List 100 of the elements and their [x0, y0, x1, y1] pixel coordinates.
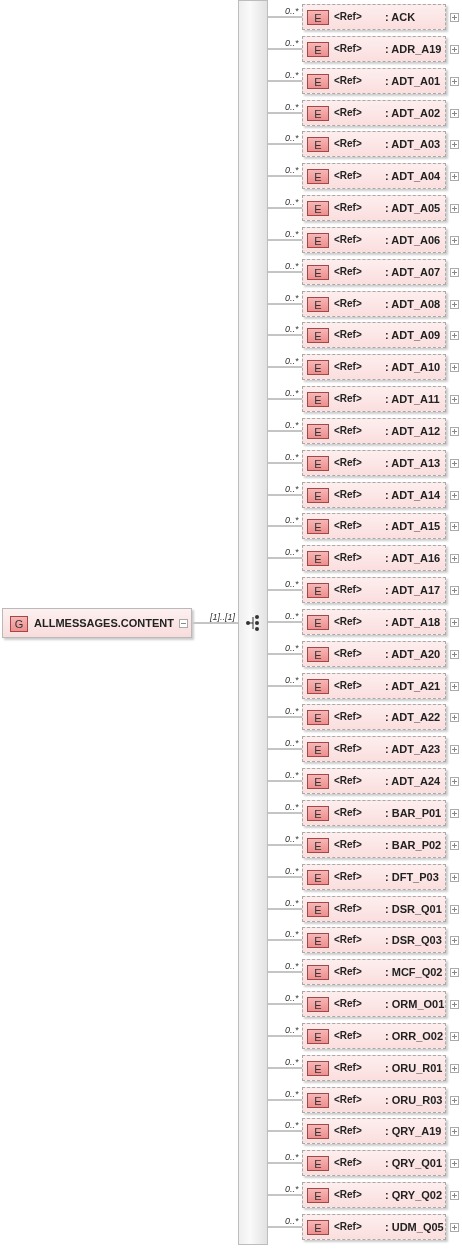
element-name: : ADT_A21 [385, 680, 441, 692]
connector-line [267, 971, 303, 973]
edge-label: 0..* [285, 165, 299, 175]
element-box [302, 513, 446, 539]
edge-label: 0..* [285, 452, 299, 462]
ref-label: <Ref> [334, 743, 362, 754]
element-name: : ADR_A19 [385, 43, 442, 55]
element-badge: E [307, 838, 329, 853]
element-name: : ADT_A16 [385, 552, 441, 564]
element-badge: E [307, 392, 329, 407]
element-name: : UDM_Q05 [385, 1221, 444, 1233]
connector-line [267, 1099, 303, 1101]
ref-label: <Ref> [334, 425, 362, 436]
element-badge: E [307, 1188, 329, 1203]
edge-label: 0..* [285, 993, 299, 1003]
edge-label: 0..* [285, 70, 299, 80]
ref-label: <Ref> [334, 457, 362, 468]
connector-line [267, 430, 303, 432]
ref-label: <Ref> [334, 934, 362, 945]
ref-label: <Ref> [334, 807, 362, 818]
element-badge: E [307, 519, 329, 534]
element-box [302, 450, 446, 476]
element-box [302, 322, 446, 348]
element-box [302, 736, 446, 762]
element-name: : ADT_A20 [385, 648, 441, 660]
element-box [302, 1087, 446, 1113]
ref-label: <Ref> [334, 966, 362, 977]
element-name: : DSR_Q01 [385, 903, 442, 915]
connector-line [267, 685, 303, 687]
element-badge: E [307, 965, 329, 980]
element-box [302, 386, 446, 412]
connector-line [267, 780, 303, 782]
element-box [302, 418, 446, 444]
connector-line [267, 653, 303, 655]
edge-label: 0..* [285, 961, 299, 971]
element-badge: E [307, 169, 329, 184]
ref-label: <Ref> [334, 1157, 362, 1168]
ref-label: <Ref> [334, 1221, 362, 1232]
connector-line [267, 812, 303, 814]
element-badge: E [307, 870, 329, 885]
element-badge: E [307, 933, 329, 948]
element-badge: E [307, 297, 329, 312]
connector-line [267, 1194, 303, 1196]
connector-line [267, 589, 303, 591]
element-name: : ADT_A14 [385, 489, 441, 501]
connector-line [267, 207, 303, 209]
element-name: : ADT_A04 [385, 170, 441, 182]
ref-label: <Ref> [334, 552, 362, 563]
element-box [302, 68, 446, 94]
element-name: : BAR_P02 [385, 839, 442, 851]
element-name: : ADT_A18 [385, 616, 441, 628]
element-box [302, 131, 446, 157]
edge-label: 0..* [285, 834, 299, 844]
element-badge: E [307, 679, 329, 694]
connector-line [267, 462, 303, 464]
edge-label: 0..* [285, 802, 299, 812]
element-box [302, 354, 446, 380]
ref-label: <Ref> [334, 711, 362, 722]
ref-label: <Ref> [334, 616, 362, 627]
ref-label: <Ref> [334, 839, 362, 850]
connector-line [267, 1226, 303, 1228]
ref-label: <Ref> [334, 680, 362, 691]
edge-label: 0..* [285, 643, 299, 653]
element-name: : ORM_O01 [385, 998, 445, 1010]
ref-label: <Ref> [334, 11, 362, 22]
edge-label: 0..* [285, 738, 299, 748]
element-box [302, 1055, 446, 1081]
ref-label: <Ref> [334, 1094, 362, 1105]
element-badge: E [307, 583, 329, 598]
edge-label: 0..* [285, 929, 299, 939]
edge-label: 0..* [285, 706, 299, 716]
element-badge: E [307, 1093, 329, 1108]
element-name: : ADT_A24 [385, 775, 441, 787]
connector-line [267, 557, 303, 559]
connector-line [267, 398, 303, 400]
element-name: : QRY_Q01 [385, 1157, 443, 1169]
connector-line [267, 143, 303, 145]
connector-line [267, 939, 303, 941]
connector-line [267, 1035, 303, 1037]
element-box [302, 4, 446, 30]
group-badge: G [10, 616, 28, 632]
element-name: : ORR_O02 [385, 1030, 444, 1042]
ref-label: <Ref> [334, 75, 362, 86]
element-badge: E [307, 774, 329, 789]
group-name: ALLMESSAGES.CONTENT [34, 617, 174, 629]
element-badge: E [307, 1029, 329, 1044]
ref-label: <Ref> [334, 234, 362, 245]
connector-line [267, 1067, 303, 1069]
ref-label: <Ref> [334, 329, 362, 340]
element-badge: E [307, 265, 329, 280]
edge-label: [1]..[1] [210, 612, 235, 622]
ref-label: <Ref> [334, 298, 362, 309]
element-badge: E [307, 1124, 329, 1139]
edge-label: 0..* [285, 1184, 299, 1194]
ref-label: <Ref> [334, 361, 362, 372]
edge-label: 0..* [285, 6, 299, 16]
edge-label: 0..* [285, 770, 299, 780]
element-box [302, 100, 446, 126]
connector-line [267, 1162, 303, 1164]
ref-label: <Ref> [334, 998, 362, 1009]
